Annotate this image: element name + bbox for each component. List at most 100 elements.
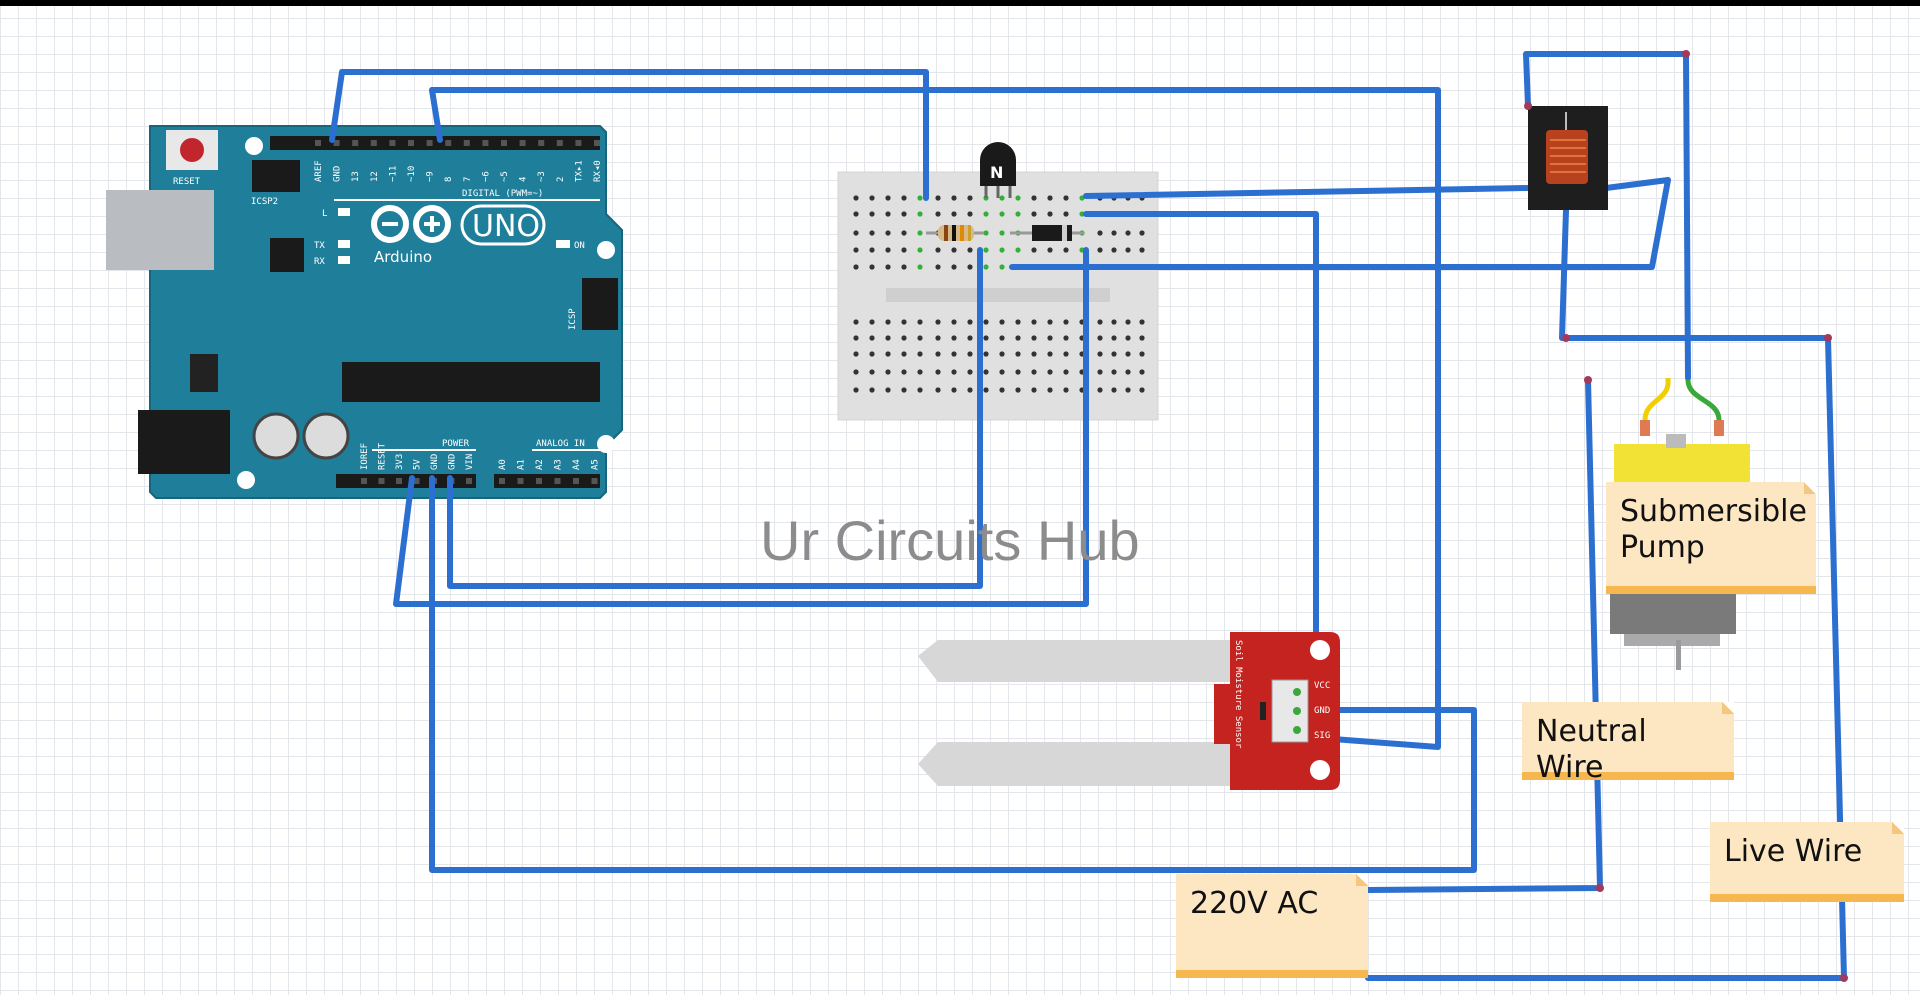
power-pin[interactable] <box>466 478 472 484</box>
breadboard-hole <box>869 335 875 341</box>
breadboard-hole <box>935 247 941 253</box>
wire-pump-to-neutral[interactable] <box>1365 377 1603 893</box>
breadboard-hole <box>999 319 1005 325</box>
resistor[interactable] <box>926 225 984 241</box>
digital-pin[interactable] <box>333 140 340 146</box>
breadboard-hole <box>1031 195 1037 201</box>
breadboard-hole <box>1015 319 1021 325</box>
breadboard[interactable] <box>837 171 1159 421</box>
soil-moisture-sensor[interactable]: Soil Moisture Sensor VCC GND SIG <box>918 632 1340 790</box>
breadboard-hole <box>1097 319 1103 325</box>
digital-pin[interactable] <box>408 140 414 146</box>
on-label: ON <box>574 241 585 251</box>
relay-module[interactable] <box>1528 106 1608 210</box>
analog-pin[interactable] <box>517 478 524 484</box>
breadboard-hole <box>1139 335 1145 341</box>
digital-pin[interactable] <box>538 140 545 146</box>
breadboard-hole <box>935 335 941 341</box>
wire-pin13-to-breadboard[interactable] <box>329 69 929 201</box>
breadboard-hole <box>951 247 957 253</box>
digital-pin[interactable] <box>501 140 507 146</box>
power-header[interactable] <box>336 474 476 488</box>
reset-button-cap[interactable] <box>180 138 204 162</box>
analog-pin[interactable] <box>573 478 579 484</box>
digital-pin-label: RX◂0 <box>593 160 603 182</box>
analog-pin[interactable] <box>591 478 598 484</box>
breadboard-hole <box>951 264 957 270</box>
note-live-wire[interactable]: Live Wire <box>1710 822 1904 902</box>
digital-pin[interactable] <box>575 140 582 146</box>
note-220v-ac[interactable]: 220V AC <box>1176 874 1368 978</box>
analog-pin-label: A2 <box>535 459 545 470</box>
breadboard-hole <box>917 195 923 201</box>
breadboard-hole <box>999 195 1005 201</box>
digital-pin[interactable] <box>389 140 396 146</box>
submersible-pump[interactable] <box>1610 378 1750 670</box>
breadboard-hole <box>1047 387 1053 393</box>
analog-pin[interactable] <box>554 478 561 484</box>
sensor-label: Soil Moisture Sensor <box>1233 640 1243 749</box>
digital-pin[interactable] <box>594 140 600 146</box>
breadboard-hole <box>1063 387 1069 393</box>
digital-header[interactable] <box>270 136 600 150</box>
analog-header[interactable] <box>494 474 600 488</box>
power-pin[interactable] <box>378 478 385 484</box>
breadboard-hole <box>951 211 957 217</box>
breadboard-hole <box>869 211 875 217</box>
wire-breadboard-to-relay[interactable] <box>1083 185 1531 199</box>
breadboard-hole <box>1015 351 1021 357</box>
wire-breadboard-to-relay-coil[interactable] <box>1009 177 1671 270</box>
breadboard-hole <box>983 319 989 325</box>
uno-badge <box>460 204 546 246</box>
breadboard-hole <box>967 319 973 325</box>
digital-pin[interactable] <box>556 140 563 146</box>
digital-pin-label: 8 <box>444 177 454 182</box>
mount-hole <box>237 471 255 489</box>
digital-pin[interactable] <box>315 140 321 146</box>
wire-junction <box>1584 376 1592 384</box>
note-submersible-pump[interactable]: Submersible Pump <box>1606 482 1816 594</box>
wire-gnd-to-sensor-sig[interactable] <box>429 475 1477 873</box>
breadboard-hole <box>1015 247 1021 253</box>
power-pin-label: RESET <box>378 442 388 470</box>
breadboard-hole <box>869 387 875 393</box>
breadboard-hole <box>1031 211 1037 217</box>
analog-pin[interactable] <box>499 478 505 484</box>
wire-relay-top-loop[interactable] <box>1523 51 1691 381</box>
digital-pin[interactable] <box>352 140 359 146</box>
breadboard-hole <box>935 387 941 393</box>
breadboard-hole <box>1139 230 1145 236</box>
breadboard-hole <box>1031 319 1037 325</box>
digital-pin[interactable] <box>463 140 470 146</box>
mount-hole <box>597 241 615 259</box>
digital-pin-label: ~6 <box>481 171 491 182</box>
breadboard-center-channel <box>886 288 1110 302</box>
transistor-label: N <box>990 163 1003 182</box>
digital-pin[interactable] <box>426 140 433 146</box>
diode[interactable] <box>1010 225 1084 241</box>
digital-pin[interactable] <box>519 140 526 146</box>
npn-transistor[interactable]: N <box>980 142 1016 198</box>
breadboard-hole <box>983 211 989 217</box>
capacitor <box>252 412 300 460</box>
digital-pin-label: 12 <box>370 171 380 182</box>
analog-pin-label: A3 <box>554 459 564 470</box>
reset-label: RESET <box>173 177 201 187</box>
digital-pin[interactable] <box>370 140 377 146</box>
breadboard-hole <box>869 369 875 375</box>
power-pin[interactable] <box>413 478 420 484</box>
analog-pin[interactable] <box>536 478 542 484</box>
breadboard-hole <box>1097 351 1103 357</box>
wire-5v-to-sensor-vcc[interactable] <box>393 247 1089 607</box>
digital-pin[interactable] <box>482 140 489 146</box>
note-neutral-wire[interactable]: Neutral Wire <box>1522 702 1734 785</box>
note-pump-text: Submersible Pump <box>1620 494 1807 565</box>
wire-gnd-to-breadboard[interactable] <box>447 247 983 589</box>
breadboard-hole <box>917 369 923 375</box>
digital-pin[interactable] <box>445 140 452 146</box>
power-pin[interactable] <box>361 478 367 484</box>
power-pin[interactable] <box>396 478 402 484</box>
breadboard-hole <box>917 230 923 236</box>
power-pin-label: VIN <box>465 454 475 470</box>
